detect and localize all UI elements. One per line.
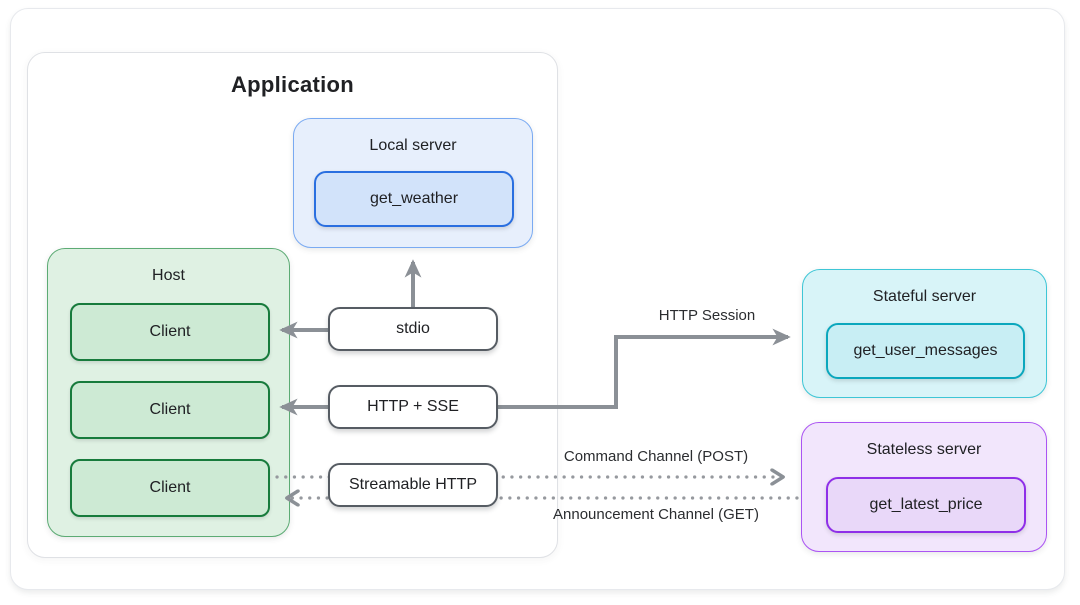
client-box-2: Client (70, 381, 270, 439)
transport-streamable-http: Streamable HTTP (328, 463, 498, 507)
host-label: Host (152, 267, 185, 284)
tool-get-user-messages: get_user_messages (826, 323, 1025, 379)
client-box-1: Client (70, 303, 270, 361)
transport-http-sse: HTTP + SSE (328, 385, 498, 429)
command-channel-label: Command Channel (POST) (563, 448, 749, 465)
http-session-label: HTTP Session (658, 307, 756, 324)
announcement-channel-label: Announcement Channel (GET) (553, 506, 759, 523)
tool-get-latest-price: get_latest_price (826, 477, 1026, 533)
stateless-server-label: Stateless server (866, 441, 982, 458)
stateful-server-label: Stateful server (872, 288, 977, 305)
client-box-3: Client (70, 459, 270, 517)
local-server-label: Local server (369, 137, 457, 154)
tool-get-weather: get_weather (314, 171, 514, 227)
transport-stdio: stdio (328, 307, 498, 351)
stateful-server-group: Stateful server get_user_messages (802, 269, 1047, 398)
stateless-server-group: Stateless server get_latest_price (801, 422, 1047, 552)
application-title: Application (230, 72, 355, 97)
local-server-group: Local server get_weather (293, 118, 533, 248)
host-group: Host Client Client Client (47, 248, 290, 537)
